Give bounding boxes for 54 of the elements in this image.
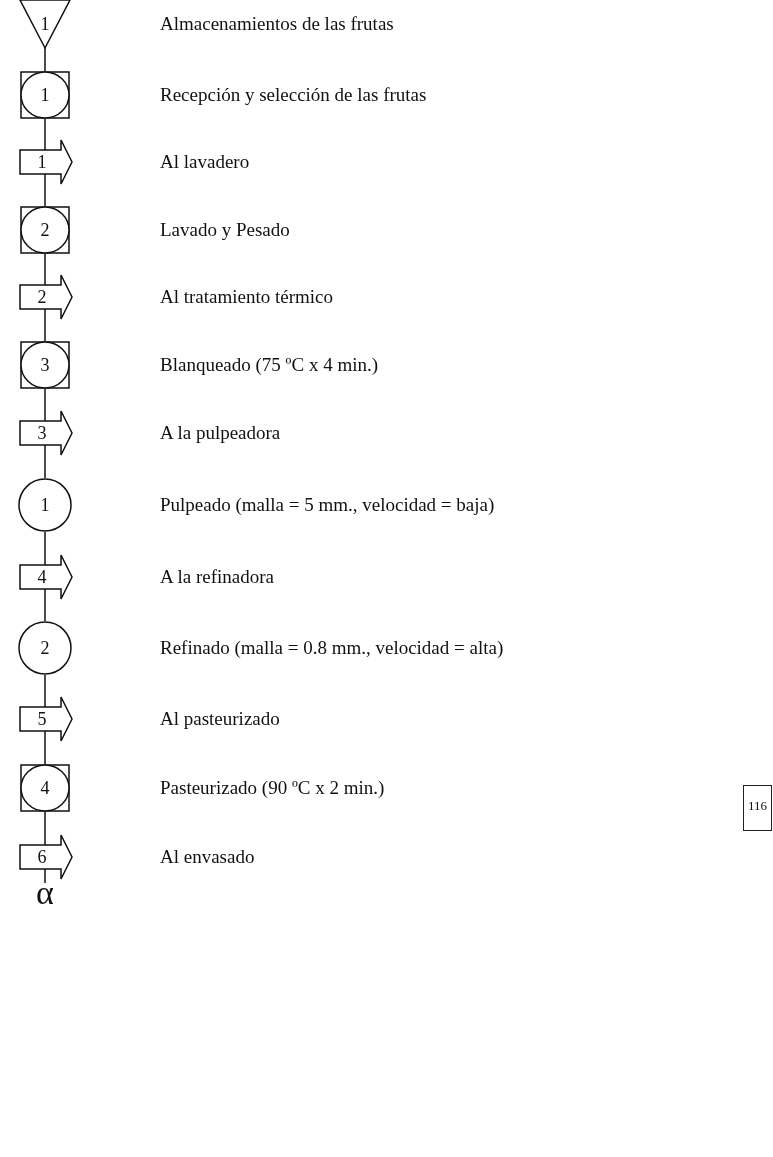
transport-symbol: [19, 554, 73, 600]
flow-line: [44, 47, 46, 72]
transport-symbol: [19, 410, 73, 456]
operation-inspection-symbol: [20, 206, 70, 254]
page-number: 116: [743, 785, 772, 831]
step-description: Blanqueado (75 ºC x 4 min.): [160, 355, 379, 374]
flow-line: [44, 868, 46, 884]
step-number: 1: [40, 86, 50, 104]
step-description: Al tratamiento térmico: [160, 287, 334, 306]
step-description: Lavado y Pesado: [160, 220, 290, 239]
transport-symbol: [19, 139, 73, 185]
operation-circle: [18, 621, 72, 675]
step-number: 5: [37, 710, 47, 728]
operation-inspection-symbol: [20, 764, 70, 812]
step-description: Pasteurizado (90 ºC x 2 min.): [160, 778, 385, 797]
step-number: 2: [40, 639, 50, 657]
step-number: 2: [37, 288, 47, 306]
flow-line: [44, 588, 46, 622]
step-description: Almacenamientos de las frutas: [160, 14, 394, 33]
flow-line: [44, 730, 46, 765]
flow-line: [44, 444, 46, 479]
step-description: Pulpeado (malla = 5 mm., velocidad = baja): [160, 495, 495, 514]
step-description: Refinado (malla = 0.8 mm., velocidad = alta): [160, 638, 504, 657]
flow-line: [44, 531, 46, 566]
step-number: 2: [40, 221, 50, 239]
step-number: 3: [40, 356, 50, 374]
operation-circle: [18, 478, 72, 532]
step-number: 1: [37, 153, 47, 171]
step-description: Al envasado: [160, 847, 255, 866]
flow-line: [44, 308, 46, 342]
step-number: 1: [40, 496, 50, 514]
storage-triangle: [19, 0, 71, 49]
connector-label: α: [36, 876, 54, 910]
step-description: Recepción y selección de las frutas: [160, 85, 427, 104]
step-number: 1: [40, 15, 50, 33]
step-description: A la refinadora: [160, 567, 274, 586]
operation-inspection-symbol: [20, 341, 70, 389]
step-number: 6: [37, 848, 47, 866]
transport-symbol: [19, 696, 73, 742]
flow-line: [44, 811, 46, 846]
flow-line: [44, 173, 46, 207]
step-description: Al pasteurizado: [160, 709, 280, 728]
transport-symbol: [19, 274, 73, 320]
flow-line: [44, 674, 46, 708]
step-description: Al lavadero: [160, 152, 250, 171]
step-description: A la pulpeadora: [160, 423, 281, 442]
transport-symbol: [19, 834, 73, 880]
flow-line: [44, 118, 46, 151]
flow-line: [44, 388, 46, 422]
operation-inspection-symbol: [20, 71, 70, 119]
step-number: 4: [37, 568, 47, 586]
step-number: 3: [37, 424, 47, 442]
flow-line: [44, 253, 46, 286]
step-number: 4: [40, 779, 50, 797]
